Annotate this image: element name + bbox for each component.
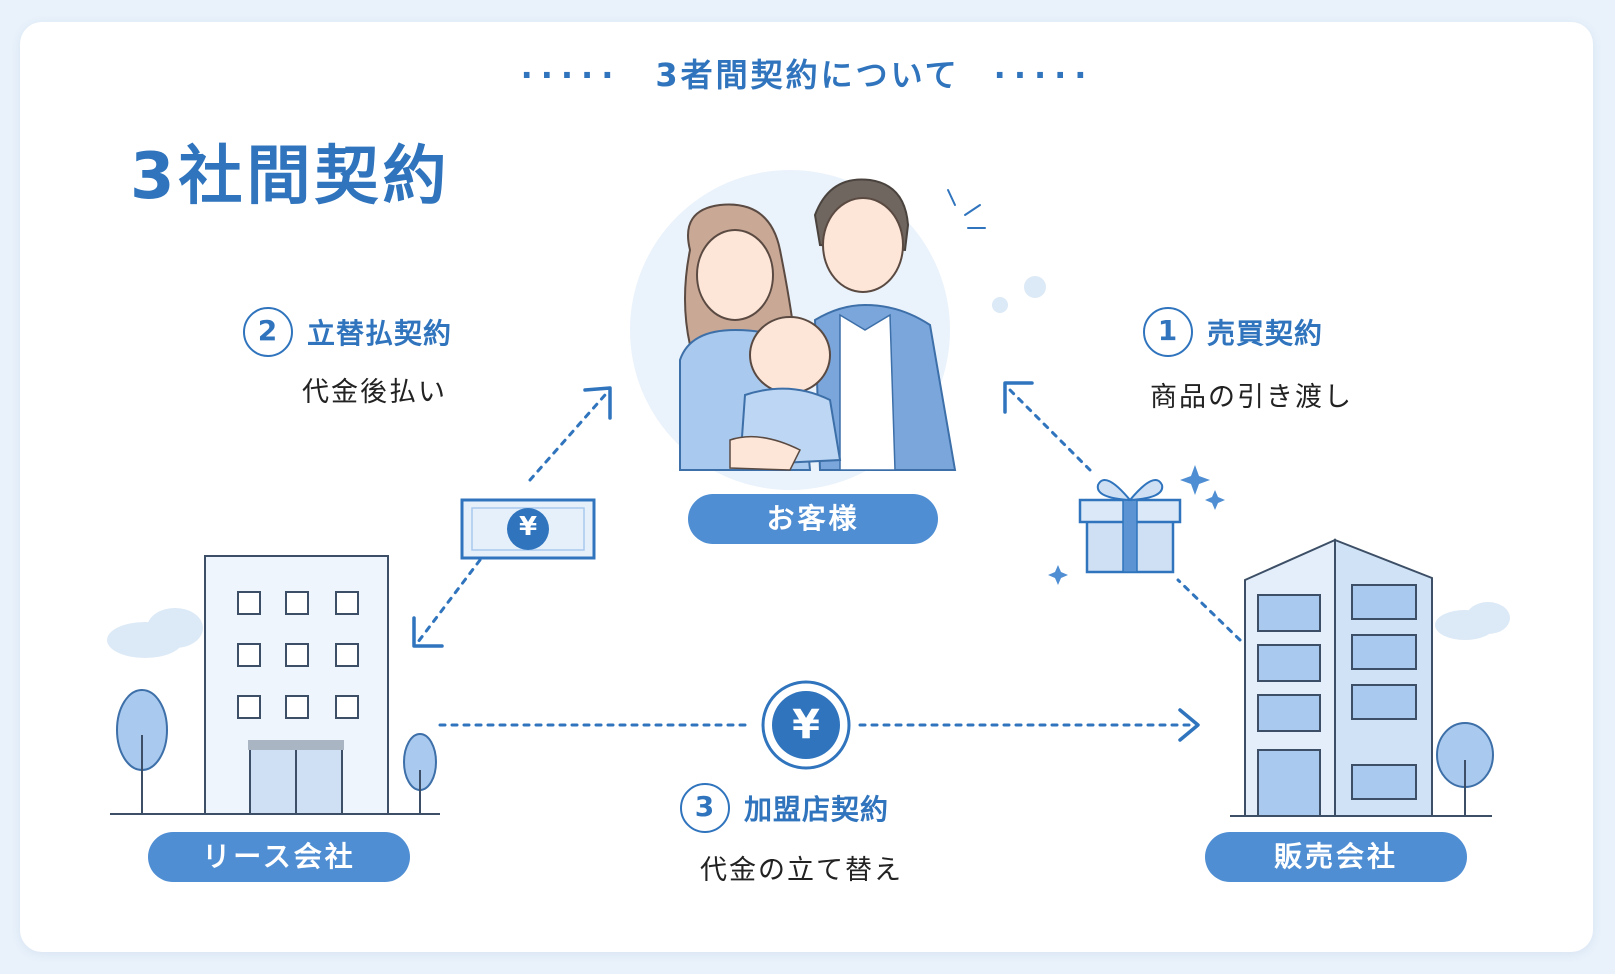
contract-1-title: 売買契約 xyxy=(1207,317,1324,350)
contract-3-number: 3 xyxy=(680,783,730,833)
contract-2-number: 2 xyxy=(243,307,293,357)
contract-3-title: 加盟店契約 xyxy=(744,793,890,826)
lease-company-pill: リース会社 xyxy=(148,832,410,882)
contract-2-description: 代金後払い xyxy=(302,377,447,408)
contract-1-number: 1 xyxy=(1143,307,1193,357)
contract-3-description: 代金の立て替え xyxy=(700,855,903,886)
contract-1-description: 商品の引き渡し xyxy=(1150,382,1353,413)
contract-3-label: 3 加盟店契約 xyxy=(680,783,889,833)
dots-left: ····· xyxy=(520,56,622,94)
contract-2-label: 2 立替払契約 xyxy=(243,307,452,357)
customer-pill: お客様 xyxy=(688,494,938,544)
sales-company-pill: 販売会社 xyxy=(1205,832,1467,882)
contract-2-title: 立替払契約 xyxy=(307,317,453,350)
header-subtitle-row: ····· 3者間契約について ····· xyxy=(0,50,1615,96)
yen-coin-symbol: ¥ xyxy=(792,702,820,748)
page-title: 3社間契約 xyxy=(130,140,451,214)
header-subtitle: 3者間契約について xyxy=(655,56,960,94)
dots-right: ····· xyxy=(993,56,1095,94)
contract-1-label: 1 売買契約 xyxy=(1143,307,1323,357)
yen-bill-symbol: ¥ xyxy=(518,512,538,542)
